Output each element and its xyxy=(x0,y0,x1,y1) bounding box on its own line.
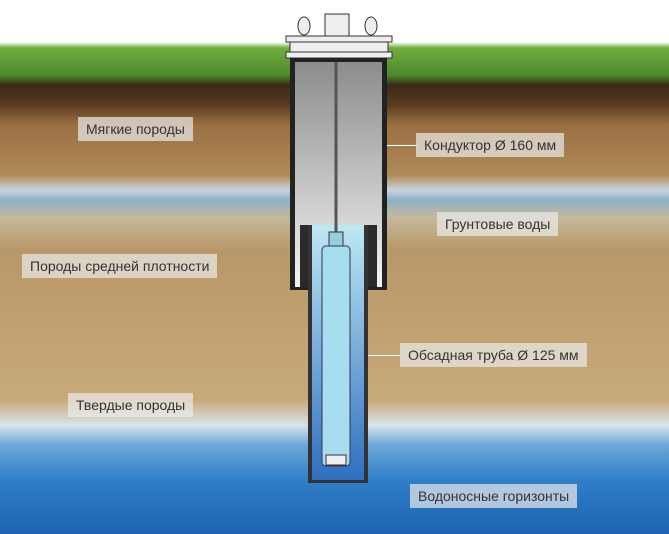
label-groundwater: Грунтовые воды xyxy=(437,212,559,236)
label-aquifer: Водоносные горизонты xyxy=(410,484,578,508)
label-soft-rock: Мягкие породы xyxy=(78,117,193,141)
label-medium-rock: Породы средней плотности xyxy=(22,254,218,278)
conductor-pointer xyxy=(387,145,417,146)
label-hard-rock: Твердые породы xyxy=(68,393,194,417)
submersible-pump xyxy=(321,231,351,467)
wellhead-cap xyxy=(285,13,393,59)
label-casing: Обсадная труба Ø 125 мм xyxy=(400,343,587,367)
label-conductor: Кондуктор Ø 160 мм xyxy=(416,133,565,157)
casing-pointer xyxy=(368,355,401,356)
